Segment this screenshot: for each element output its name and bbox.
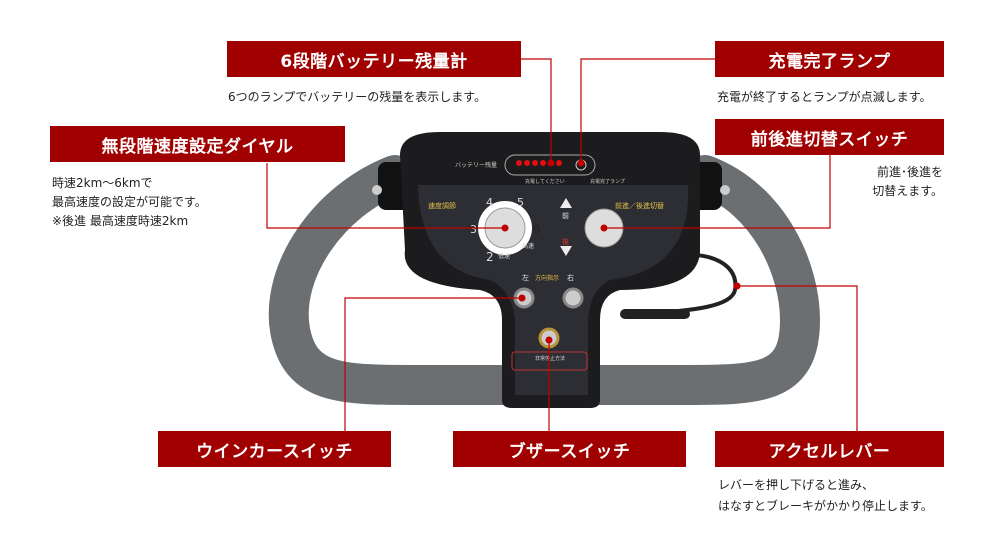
direction-switch-label: 前後進切替スイッチ [715, 119, 944, 155]
charge-lamp-panel-label: 充電完了ランプ [590, 178, 625, 185]
speed-desc-line: ※後進 最高速度時速2km [52, 214, 189, 228]
low-label: 低速 [498, 252, 510, 260]
speed-panel-label: 速度調節 [428, 201, 456, 210]
high-label: 高速 [522, 242, 534, 250]
leader-lines [266, 58, 858, 431]
speed-desc-line: 最高速度の設定が可能です。 [52, 195, 207, 209]
direction-switch-desc: 前進･後進を 切替えます。 [872, 163, 943, 201]
direction-desc-line: 前進･後進を [876, 165, 943, 179]
right-label: 右 [567, 273, 574, 282]
left-label: 左 [522, 273, 529, 282]
buzzer-switch-label: ブザースイッチ [453, 431, 686, 467]
winker-switch-label: ウインカースイッチ [158, 431, 391, 467]
accel-lever-label: アクセルレバー [715, 431, 944, 467]
accel-desc-line: レバーを押し下げると進み、 [718, 478, 875, 492]
battery-gauge-label: 6段階バッテリー残量計 [227, 41, 521, 77]
dial-3: 3 [470, 223, 477, 236]
dial-5: 5 [517, 196, 524, 209]
charge-lamp-desc: 充電が終了するとランプが点滅します。 [717, 90, 932, 104]
left-grip [268, 155, 540, 405]
speed-dial-label: 無段階速度設定ダイヤル [50, 126, 345, 162]
dial-6: 6 [533, 223, 540, 236]
direction-desc-line: 切替えます。 [872, 184, 943, 198]
charge-hint: 充電してください [525, 178, 565, 185]
battery-panel-label: バッテリー残量 [455, 161, 497, 169]
charge-lamp-label: 充電完了ランプ [715, 41, 944, 77]
accel-lever-desc: レバーを押し下げると進み、 はなすとブレーキがかかり停止します。 [718, 475, 933, 517]
forward-label: 前 [562, 211, 569, 220]
direction-panel-label: 前進／後進切替 [615, 201, 664, 210]
right-grip [570, 155, 821, 405]
right-winker-button [562, 287, 584, 309]
reverse-label: 後 [562, 237, 569, 246]
dial-2: 2 [486, 250, 494, 264]
dial-4: 4 [486, 196, 493, 209]
accel-desc-line: はなすとブレーキがかかり停止します。 [718, 499, 933, 513]
emergency-stop-label: 非常停止方法 [535, 355, 565, 362]
speed-desc-line: 時速2km〜6kmで [52, 176, 153, 190]
speed-dial-desc: 時速2km〜6kmで 最高速度の設定が可能です。 ※後進 最高速度時速2km [52, 174, 207, 231]
battery-gauge-desc: 6つのランプでバッテリーの残量を表示します。 [228, 90, 487, 104]
turn-panel-label: 方向指示 [535, 274, 559, 282]
